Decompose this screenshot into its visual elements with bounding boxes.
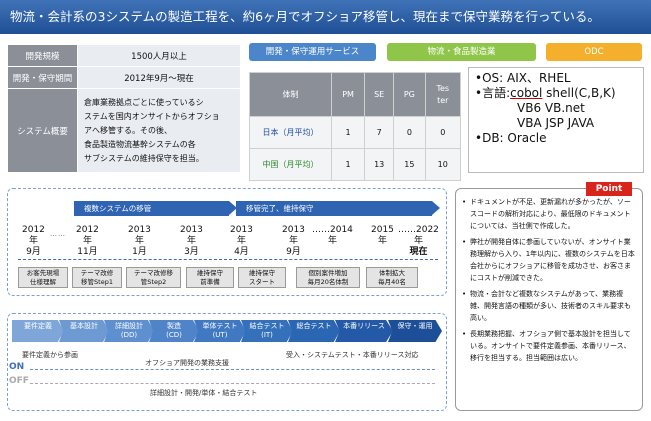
milestone: テーマ改修移管Step1 <box>72 267 122 288</box>
milestone: お客先現場仕様理解 <box>18 267 68 288</box>
phase-arrow-migration: 複数システムの移管 <box>74 201 237 216</box>
odc-tag: ODC <box>546 43 642 61</box>
process-step: 詳細設計(DD) <box>104 320 154 342</box>
tech-db: •DB: Oracle <box>475 131 547 145</box>
point-badge: Point <box>586 182 632 196</box>
table-row: 中国（月平均） 1 13 15 10 <box>249 148 462 181</box>
team-table: 体制 PM SE PG Tes ter 日本（月平均） 1 7 0 0 中国（月… <box>249 72 462 181</box>
timeline-dots: …… <box>50 230 66 238</box>
process-step: 本番リリース <box>335 320 393 342</box>
period-value: 2012年9月～現在 <box>77 66 241 89</box>
point-item: ドキュメントが不足、更新漏れが多かったが、ソースコードの解析対応により、最低限の… <box>462 196 636 232</box>
process-step: 総合テスト <box>288 320 340 342</box>
milestone: 維持保守前準備 <box>186 267 234 288</box>
team-header: Tes ter <box>424 72 462 117</box>
milestone: テーマ改修移管Step2 <box>126 267 181 288</box>
offshore-label: OFF <box>9 376 29 386</box>
tech-lang: •言語:cobol shell(C,B,K) <box>475 86 616 100</box>
period-label: 開発・保守期間 <box>7 66 78 89</box>
process-step: 単体テスト(UT) <box>194 320 246 342</box>
milestone: 個別案件増加毎月20名体制 <box>296 267 360 288</box>
timeline-axis <box>18 259 438 260</box>
team-cell: 7 <box>364 116 395 149</box>
phase-arrow-maintenance: 移管完了、維持保守 <box>236 201 440 216</box>
summary-label: システム概要 <box>7 88 78 173</box>
acceptance-label: 受入・システムテスト・本番リリース対応 <box>286 351 419 359</box>
point-item: 長期業務把握、オフショア側で基本設計を担当している。オンサイトで要件定義参画、本… <box>462 328 636 364</box>
offshore-support-label: オフショア開発の業務支援 <box>145 359 229 367</box>
tech-os: •OS: AIX、RHEL <box>475 71 571 85</box>
team-header: 体制 <box>249 72 332 117</box>
summary-text: 倉庫業務拠点ごとに使っているシ ステムを国内オンサイトからオフショ アへ移管する… <box>77 88 241 173</box>
tech-lang-3: VBA JSP JAVA <box>517 116 595 130</box>
scale-value: 1500人月以上 <box>77 44 241 67</box>
process-panel <box>7 313 447 411</box>
scale-label: 開発規模 <box>7 44 78 67</box>
point-item: 物流・会計など複数なシステムがあって、業務複雑、開発言語の種類が多い、技術者のス… <box>462 288 636 324</box>
milestone: 体制拡大毎月40名 <box>366 267 418 288</box>
team-cell: 1 <box>330 116 366 149</box>
page-title: 物流・会計系の3システムの製造工程を、約6ヶ月でオフショア移管し、現在まで保守業… <box>0 0 651 34</box>
process-step: 保守・運用 <box>388 320 442 342</box>
point-panel: ドキュメントが不足、更新漏れが多かったが、ソースコードの解析対応により、最低限の… <box>455 188 643 411</box>
team-cell: 13 <box>364 148 395 181</box>
team-cell: 0 <box>424 116 462 149</box>
team-header: PM <box>330 72 366 117</box>
tech-stack-box: •OS: AIX、RHEL •言語:cobol shell(C,B,K) VB6… <box>468 67 644 173</box>
industry-tag: 物流・食品製造業 <box>387 43 536 61</box>
onsite-label: ON <box>9 362 25 372</box>
service-tag: 開発・保守運用サービス <box>249 43 376 61</box>
process-step: 基本設計 <box>59 320 109 342</box>
req-support-label: 要件定義から参画 <box>22 351 78 359</box>
process-step: 要件定義 <box>12 320 64 342</box>
offshore-scope-label: 詳細設計・開発/単体・結合テスト <box>150 389 258 397</box>
point-item: 弊社が開発自体に参画していないが、オンサイト業務理解から入り、1年以内に、複数の… <box>462 236 636 284</box>
process-step: 結合テスト(IT) <box>241 320 293 342</box>
project-info-table: 開発規模 1500人月以上 開発・保守期間 2012年9月～現在 システム概要 … <box>7 44 241 173</box>
team-row-label: 日本（月平均） <box>249 116 332 149</box>
team-row-label: 中国（月平均） <box>249 148 332 181</box>
team-cell: 15 <box>393 148 426 181</box>
process-step: 製造(CD) <box>149 320 199 342</box>
team-cell: 10 <box>424 148 462 181</box>
table-row: 日本（月平均） 1 7 0 0 <box>249 116 462 149</box>
team-header: SE <box>364 72 395 117</box>
timeline-panel <box>7 188 447 296</box>
tech-lang-2: VB6 VB.net <box>517 101 585 115</box>
team-header: PG <box>393 72 426 117</box>
milestone: 維持保守スタート <box>238 267 286 288</box>
team-cell: 1 <box>330 148 366 181</box>
team-cell: 0 <box>393 116 426 149</box>
onsite-line <box>30 369 435 370</box>
offshore-line <box>30 383 435 384</box>
